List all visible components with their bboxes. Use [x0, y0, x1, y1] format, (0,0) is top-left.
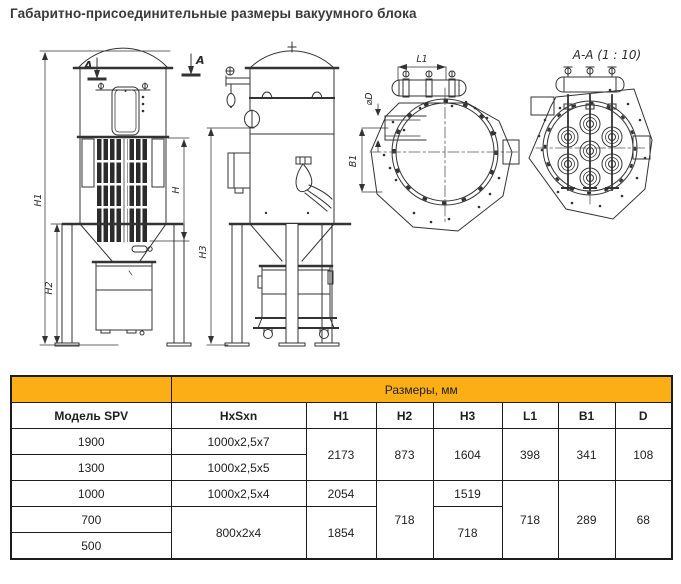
dim-label-b1: B1	[348, 155, 359, 168]
valve-assembly	[225, 66, 251, 108]
junction-box-section	[530, 96, 555, 116]
col-header-l1: L1	[501, 402, 559, 429]
col-header-hxsxn: HxSxn	[170, 402, 307, 429]
side-port-section	[632, 135, 651, 160]
col-header-h1: H1	[305, 402, 377, 429]
col-header-d: D	[614, 402, 673, 429]
cell-model-500: 500	[10, 532, 172, 560]
dimensions-table: Размеры, мм Модель SPV HxSxn H1 H2 H3 L1…	[10, 375, 674, 560]
filter-cartridges	[96, 139, 148, 242]
column-header-row: Модель SPV HxSxn H1 H2 H3 L1 B1 D	[10, 402, 673, 429]
cell-h1-1000: 2054	[305, 480, 377, 507]
bolt-holes-section	[537, 88, 647, 208]
cell-model-1000: 1000	[10, 480, 172, 507]
control-box	[227, 152, 251, 194]
cell-hxs-700-500: 800x2x4	[170, 506, 307, 560]
side-port-top	[502, 139, 520, 165]
cell-h3-1000: 1519	[432, 480, 503, 507]
front-view: H1 H2 A A	[33, 47, 205, 347]
inlet-stub	[384, 115, 427, 141]
table-row-500: 500	[10, 532, 672, 560]
dim-label-h: H	[171, 186, 182, 193]
cell-h2-1000-700-500: 718	[375, 480, 434, 560]
section-marker-right: A	[195, 54, 205, 67]
pulse-manifold-section	[555, 66, 625, 93]
cell-d-1000-700-500: 68	[614, 480, 673, 560]
cell-model-1300: 1300	[10, 454, 172, 481]
group-header-row: Размеры, мм	[10, 375, 673, 403]
dim-label-h3: H3	[198, 245, 209, 258]
section-marker-left: A	[83, 59, 93, 72]
bolt-holes-top	[376, 100, 501, 224]
cell-hxs-1300: 1000x2,5x5	[170, 454, 307, 481]
access-door	[111, 86, 140, 136]
dim-label-h2: H2	[44, 281, 55, 294]
page-title: Габаритно-присоединительные размеры ваку…	[10, 6, 417, 21]
col-header-h2: H2	[375, 402, 434, 429]
group-header-spacer	[10, 375, 172, 403]
cell-h1-1900-1300: 2173	[305, 428, 377, 481]
cell-model-1900: 1900	[10, 428, 172, 455]
cell-b1-1000-700-500: 289	[557, 480, 616, 560]
dust-bin-front	[91, 260, 157, 336]
group-header: Размеры, мм	[170, 375, 673, 403]
tie-rods	[561, 94, 619, 191]
cell-h3-700-500: 718	[432, 506, 503, 560]
table-row-700: 700 800x2x4 1854 718	[10, 506, 672, 560]
cell-hxs-1000: 1000x2,5x4	[170, 480, 307, 507]
dim-label-l1: L1	[416, 54, 427, 65]
legs-front	[54, 223, 192, 347]
side-view: H3	[198, 41, 352, 347]
air-hose	[295, 156, 333, 212]
dim-label-d: ⌀D	[364, 92, 375, 105]
pulse-manifold-top	[391, 70, 467, 98]
table-row-1300: 1300 1000x2,5x5	[10, 454, 672, 481]
cell-h2-1900-1300: 873	[375, 428, 434, 481]
table-row-1000: 1000 1000x2,5x4 2054 718 1519 718 289 68	[10, 480, 673, 560]
dome-front	[77, 47, 169, 69]
mounting-plate-section	[528, 88, 653, 220]
section-view-title: А-А (1 : 10)	[572, 48, 642, 62]
cell-d-1900-1300: 108	[614, 428, 673, 481]
legs-side	[224, 223, 340, 347]
cell-l1-1000-700-500: 718	[501, 480, 559, 560]
section-view: А-А (1 : 10)	[528, 48, 653, 220]
cell-h1-700-500: 1854	[305, 506, 377, 560]
cell-h3-1900-1300: 1604	[432, 428, 503, 481]
cell-l1-1900-1300: 398	[501, 428, 559, 481]
table-row-1900: 1900 1000x2,5x7 2173 873 1604 398 341 10…	[10, 428, 673, 481]
dome-side	[249, 50, 335, 69]
col-header-model: Модель SPV	[10, 402, 172, 429]
col-header-h3: H3	[432, 402, 503, 429]
top-view: L1 ⌀D B1	[348, 54, 521, 232]
technical-drawing: H1 H2 A A	[33, 41, 653, 347]
cell-model-700: 700	[10, 506, 172, 533]
mounting-plate-top	[370, 102, 513, 232]
cell-hxs-1900: 1000x2,5x7	[170, 428, 307, 455]
col-header-b1: B1	[557, 402, 616, 429]
dim-label-h1: H1	[33, 193, 44, 206]
cell-b1-1900-1300: 341	[557, 428, 616, 481]
